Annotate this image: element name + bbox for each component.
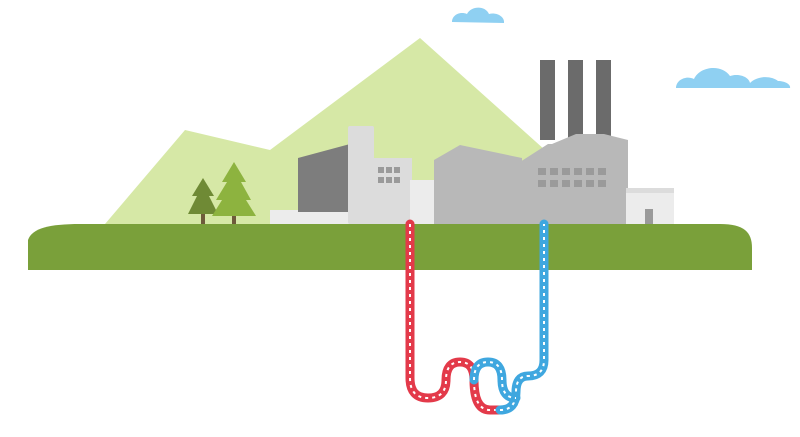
factory-icon: [270, 126, 522, 224]
tree-icon: [188, 178, 218, 224]
cloud-icon: [452, 7, 505, 23]
hot-pipe: [405, 219, 505, 415]
chimney-icon: [568, 60, 583, 140]
cold-pipe-loop: [469, 357, 521, 403]
ground: [28, 224, 752, 270]
chimney-icon: [540, 60, 555, 140]
cold-pipe: [495, 219, 549, 415]
cloud-icon: [676, 68, 791, 88]
factory-icon: [520, 60, 674, 224]
chimney-icon: [596, 60, 611, 140]
tree-icon: [212, 162, 256, 224]
